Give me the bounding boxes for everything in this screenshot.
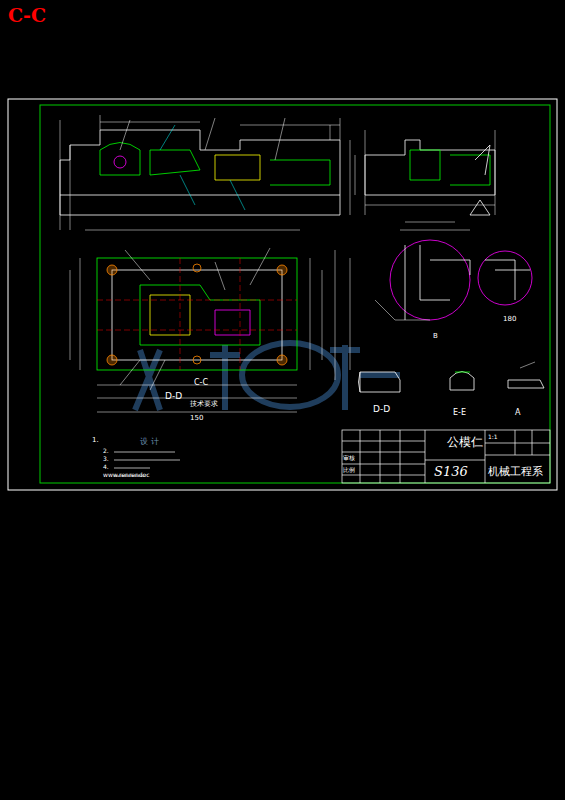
drawing-label: A [515, 409, 520, 417]
drawing-label: 3. [103, 456, 109, 462]
drawing-label: 1:1 [488, 434, 498, 440]
drawing-label: D-D [165, 392, 182, 401]
drawing-title: C-C [8, 6, 46, 25]
drawing-label: C-C [194, 379, 208, 387]
drawing-label: www.renrendoc [103, 472, 150, 478]
drawing-label: 4. [103, 464, 109, 470]
drawing-label: 180 [503, 316, 516, 323]
drawing-label: B [433, 333, 438, 340]
sheet-border [8, 99, 557, 490]
title-block [342, 430, 550, 483]
front-view [60, 115, 350, 230]
detail-views [359, 222, 545, 392]
drawing-label: 设计 [140, 438, 162, 446]
watermark-logo [135, 343, 400, 410]
drawing-label: 1. [92, 437, 99, 444]
drawing-label: E-E [453, 409, 466, 417]
drawing-label: 比例 [343, 467, 355, 473]
drawing-label: D-D [373, 405, 390, 414]
title-block-text: S136 [434, 465, 468, 478]
drawing-label: 技术要求 [190, 401, 218, 408]
title-block-text: 机械工程系 [488, 466, 543, 477]
drawing-label: 审核 [343, 455, 355, 461]
drawing-label: 2. [103, 448, 109, 454]
side-view [355, 130, 495, 215]
inner-frame [40, 105, 550, 483]
plan-view [70, 248, 350, 412]
drawing-label: 150 [190, 415, 203, 422]
title-block-text: 公模仁 [447, 436, 483, 448]
title-block-cell: 公模仁 S136 机械工程系 [342, 430, 550, 483]
